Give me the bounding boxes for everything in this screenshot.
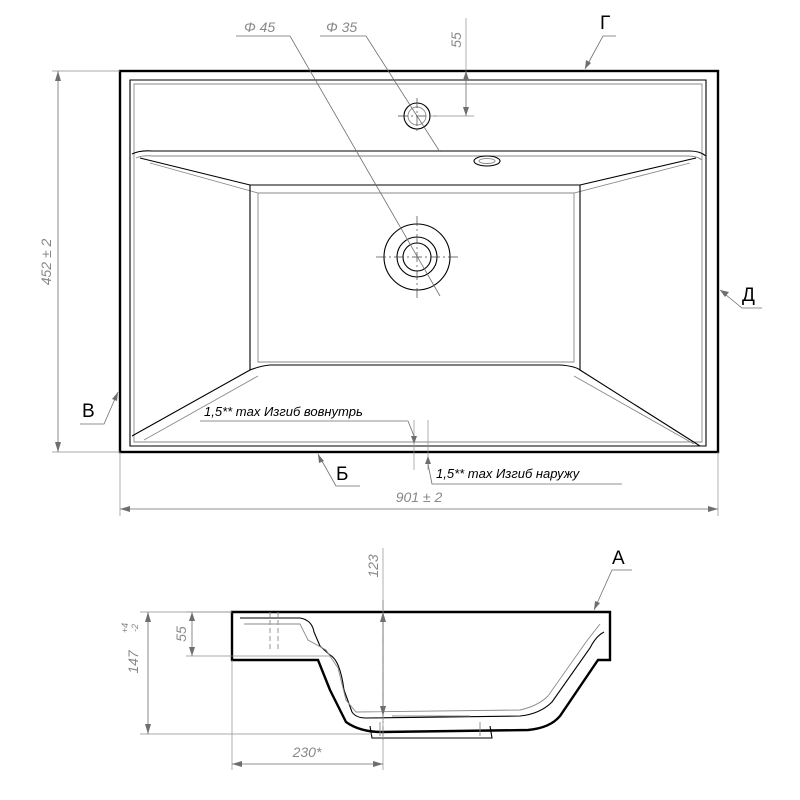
side-dim55-arrow-a <box>189 612 195 621</box>
bowl-slope-bottom-left-shade <box>143 375 259 441</box>
dia35-leader <box>320 35 441 153</box>
side-profile-inner <box>240 617 605 719</box>
side-dim55-arrow-b <box>189 647 195 656</box>
dim452-label: 452 ± 2 <box>38 238 54 285</box>
letter-b-arrow <box>318 454 324 463</box>
dim230-arrow-b <box>373 761 383 767</box>
tap-deck-edge-shade <box>135 155 703 161</box>
bend-outward-note: 1,5** max Изгиб наружу <box>436 466 581 481</box>
side-tap-hole <box>262 612 290 650</box>
letter-g-arrow <box>585 60 591 69</box>
side-dim55-label: 55 <box>173 626 189 642</box>
dia45-leader <box>236 35 441 297</box>
dim452-arrow-b <box>55 442 61 452</box>
dim147-tol-minus: -2 <box>130 624 140 632</box>
basin-outer-rim <box>118 69 720 454</box>
overflow-slot <box>473 155 501 167</box>
side-drain-lines <box>379 715 481 736</box>
tap-deck-edge <box>131 150 707 157</box>
side-view: 123 55 147 +4 -2 230* А <box>120 548 632 770</box>
bend-inward-note: 1,5** max Изгиб вовнутрь <box>204 404 363 419</box>
letter-a-leader <box>593 569 632 611</box>
bowl-bottom <box>249 185 581 372</box>
letter-v-leader <box>80 391 119 425</box>
basin-inner-rim-shade <box>133 83 703 443</box>
letter-a: А <box>612 548 625 569</box>
bend-inward-arrow <box>411 436 417 444</box>
letter-v-arrow <box>112 392 118 401</box>
dim123-arrow-a <box>380 612 386 622</box>
letter-d: Д <box>742 285 755 306</box>
letter-g: Г <box>600 13 610 34</box>
dim55-arrow-b <box>463 107 469 116</box>
dim901-arrow-b <box>708 506 718 512</box>
bowl-slope-bottom-right-shade <box>573 375 695 445</box>
letter-d-leader <box>719 289 762 309</box>
dim147-arrow-b <box>145 724 151 734</box>
dim901-label: 901 ± 2 <box>396 489 443 505</box>
side-profile-inner-shade <box>244 623 601 713</box>
dim230-label: 230* <box>292 744 322 760</box>
letter-v: В <box>82 401 95 422</box>
bend-outward-arrow <box>425 456 431 464</box>
letter-b: Б <box>336 464 348 485</box>
dim55-label: 55 <box>448 32 464 48</box>
dim123-label: 123 <box>365 554 381 578</box>
dim147-label: 147 <box>125 649 141 674</box>
letter-b-leader <box>317 453 360 487</box>
side-drain <box>369 725 493 739</box>
dim901-arrow-a <box>120 506 130 512</box>
overflow-slot-inner <box>478 158 496 164</box>
dim55-arrow-a <box>463 71 469 80</box>
dim123-arrow-b <box>380 706 386 716</box>
dim147-tol-plus: +4 <box>120 623 130 633</box>
letter-a-arrow <box>594 601 600 610</box>
bend-outward-leader <box>427 463 622 485</box>
bowl-slope-bottom-right <box>579 369 701 447</box>
dim230-arrow-a <box>232 761 242 767</box>
bend-inward-leader <box>200 420 415 437</box>
letter-d-arrow <box>720 290 729 297</box>
bowl-slope-top <box>139 157 697 186</box>
letter-g-leader <box>584 35 616 70</box>
bowl-slope-bottom-left <box>131 369 251 437</box>
dia45-label: Φ 45 <box>244 19 275 35</box>
dia35-label: Φ 35 <box>326 19 357 35</box>
dim452-arrow-a <box>55 71 61 81</box>
side-profile-outer <box>230 610 612 734</box>
top-view: Φ 45 Φ 35 55 Г Д В Б 452 ± 2 <box>38 13 762 516</box>
bowl-slope-top-shade <box>149 162 691 194</box>
basin-inner-rim <box>129 79 707 447</box>
dim147-arrow-a <box>145 612 151 622</box>
bowl-bottom-shade <box>257 193 575 363</box>
